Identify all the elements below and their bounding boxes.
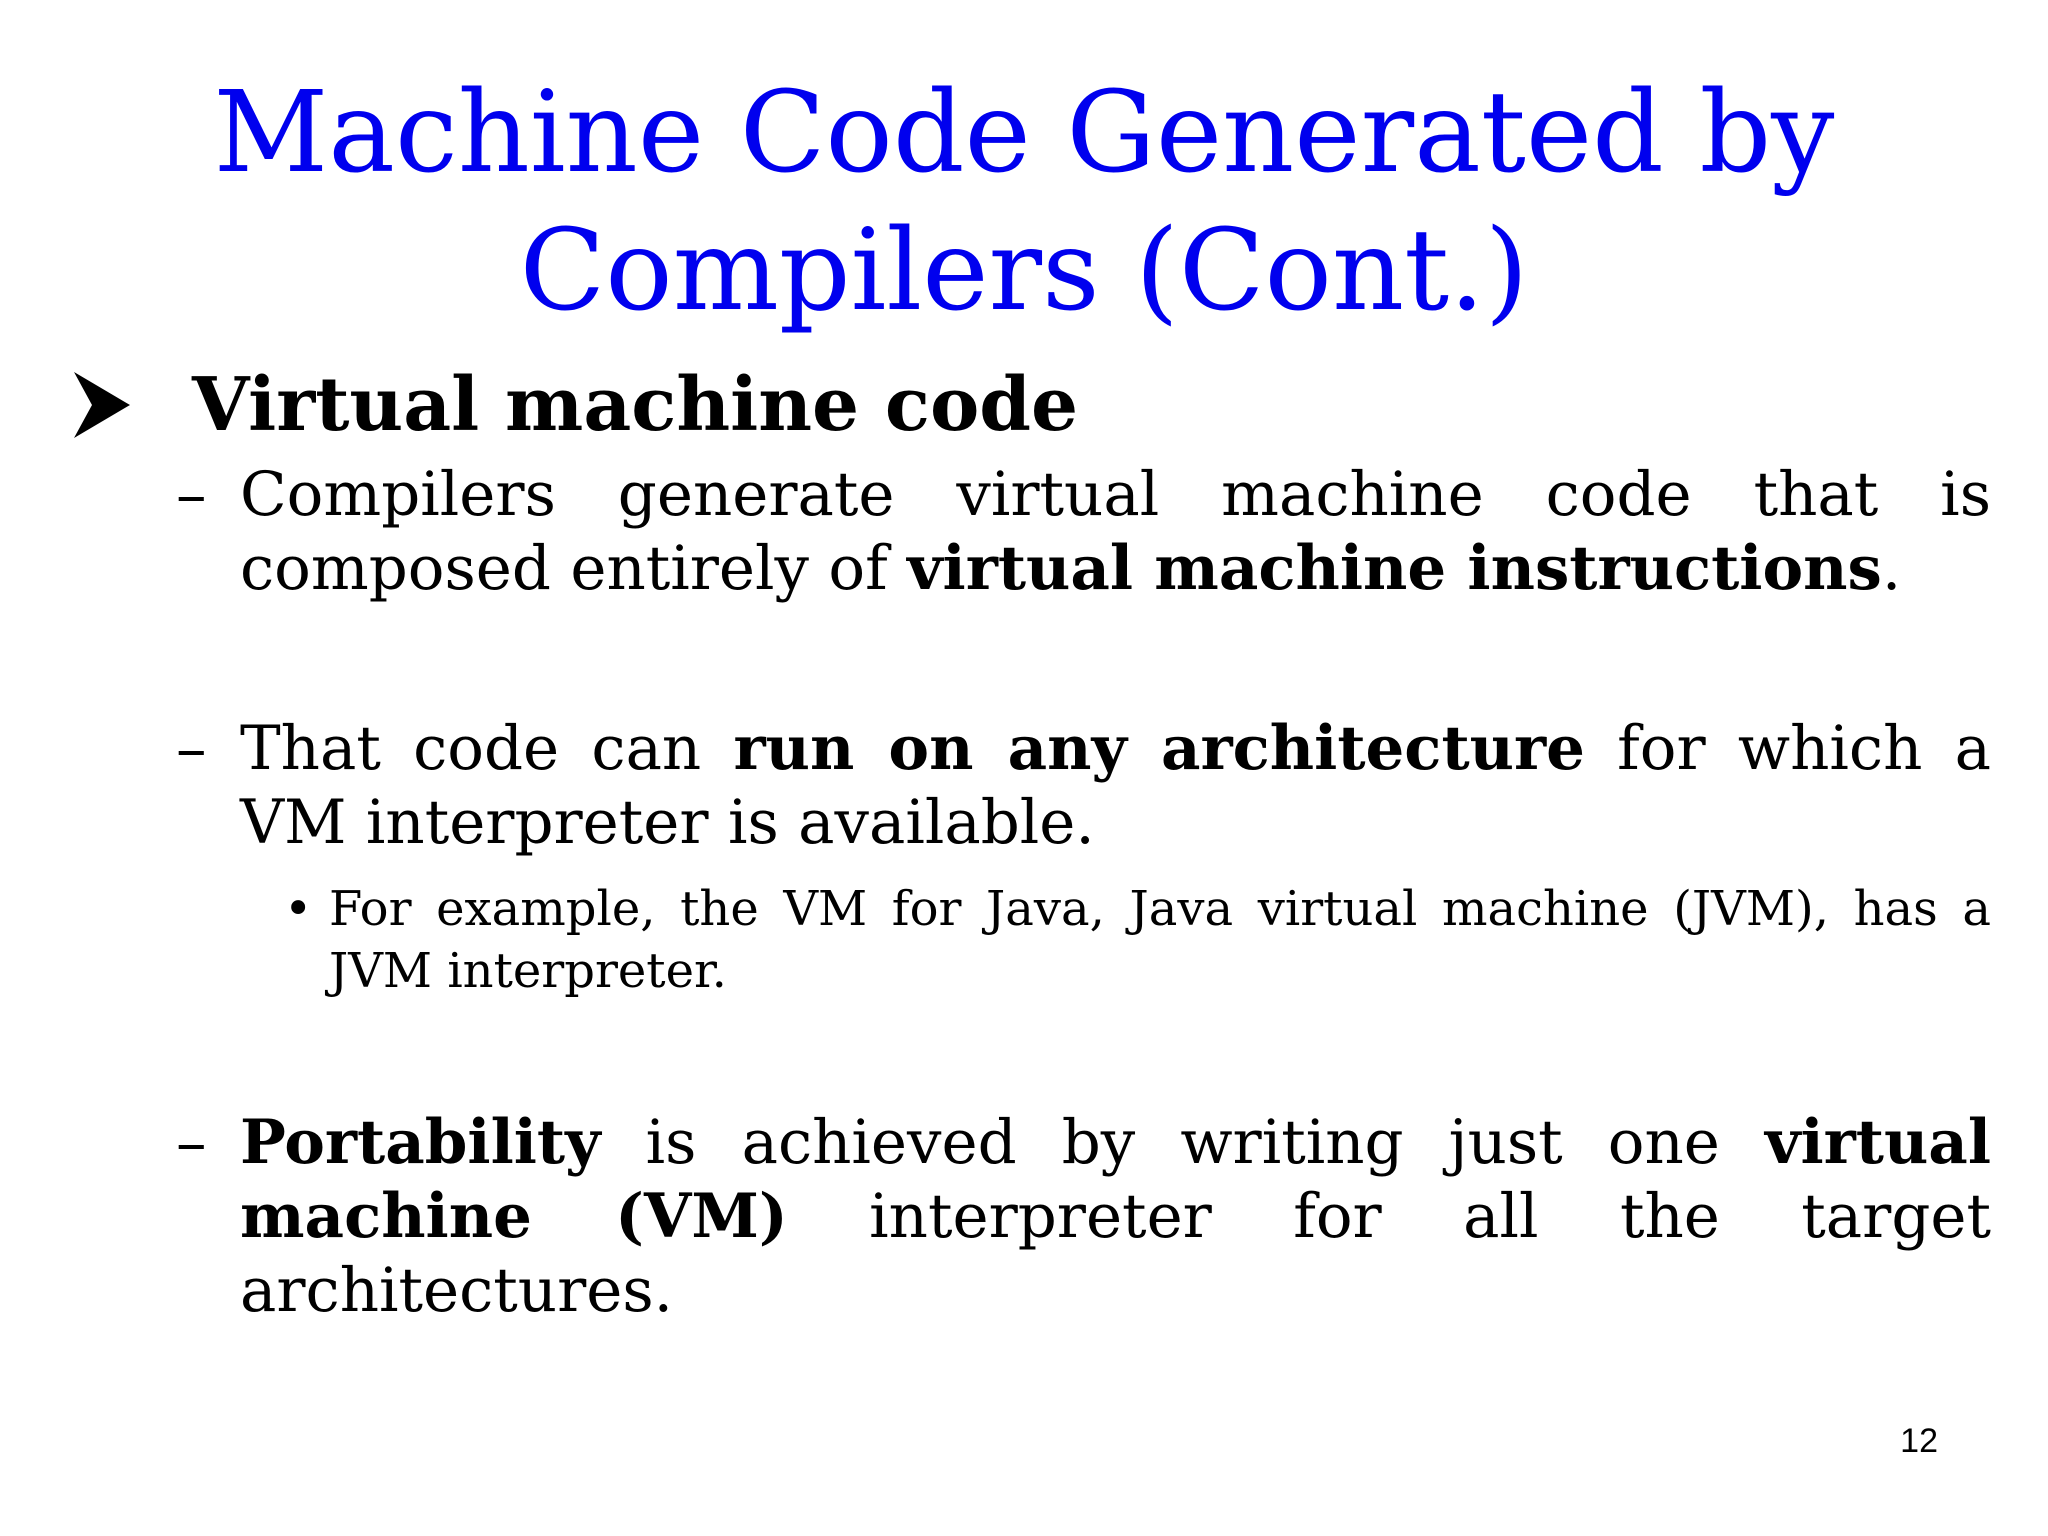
list-item-3-text: Portability is achieved by writing just … [240, 1106, 1991, 1328]
sub-list-item-text: For example, the VM for Java, Java virtu… [329, 881, 1991, 999]
dot-bullet: • [284, 881, 313, 937]
bold-run: virtual machine (VM) [240, 1107, 1991, 1252]
title-line-2: Compilers (Cont.) [519, 206, 1529, 336]
arrowhead-bullet-icon [74, 372, 130, 438]
bold-run: virtual machine instructions [907, 533, 1882, 604]
heading-text: Virtual machine code [192, 362, 1079, 448]
page-number: 12 [1900, 1422, 1938, 1460]
dash-bullet: – [176, 1107, 207, 1178]
list-item-1: – Compilers generate virtual machine cod… [176, 458, 1991, 606]
text-run: for which a VM interpreter is available. [240, 713, 1991, 858]
text-run: is achieved by writing just one [600, 1107, 1766, 1178]
title-line-1: Machine Code Generated by [213, 68, 1835, 198]
text-run: . [1881, 533, 1902, 604]
sub-list-item: • For example, the VM for Java, Java vir… [284, 878, 1991, 1002]
dash-bullet: – [176, 459, 207, 530]
bold-run: run on any architecture [733, 713, 1585, 784]
text-run: That code can [240, 713, 734, 784]
list-item-1-text: Compilers generate virtual machine code … [240, 458, 1991, 606]
bold-run: Portability [240, 1107, 601, 1178]
list-item-3: – Portability is achieved by writing jus… [176, 1106, 1991, 1328]
list-item-2-text: That code can run on any architecture fo… [240, 712, 1991, 860]
text-run: interpreter for all the target architect… [240, 1181, 1991, 1326]
dash-bullet: – [176, 713, 207, 784]
list-item-2: – That code can run on any architecture … [176, 712, 1991, 860]
slide-title: Machine Code Generated by Compilers (Con… [0, 64, 2048, 340]
text-run: Compilers generate virtual machine code … [240, 459, 1991, 604]
